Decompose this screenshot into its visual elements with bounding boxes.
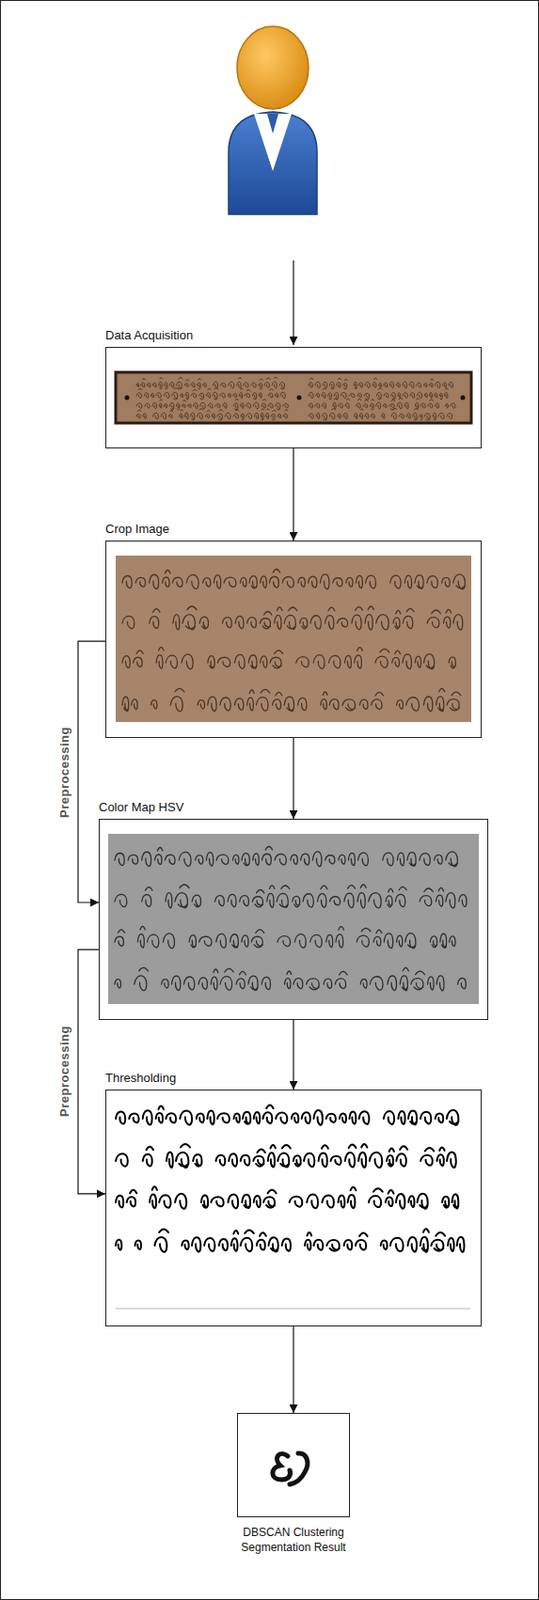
icon-arrow bbox=[292, 260, 294, 346]
step-heading: Data Acquisition bbox=[105, 328, 193, 344]
step-heading: Crop Image bbox=[105, 522, 170, 538]
flow-arrow bbox=[292, 738, 294, 820]
user-icon bbox=[228, 26, 318, 215]
process-box: DBSCAN Clustering Segmentation Result bbox=[237, 1413, 350, 1519]
script-strokes bbox=[122, 647, 456, 670]
script-strokes bbox=[308, 408, 453, 421]
step-heading: Color Map HSV bbox=[98, 800, 184, 816]
cropped-leaf-photo bbox=[115, 555, 472, 723]
segmented-glyph bbox=[272, 1454, 308, 1486]
heading-slot: Thresholding bbox=[105, 1071, 176, 1087]
script-strokes bbox=[308, 397, 456, 411]
script-strokes bbox=[114, 967, 466, 991]
script-strokes bbox=[136, 398, 288, 411]
script-strokes bbox=[122, 688, 461, 712]
script-strokes bbox=[114, 885, 467, 909]
heading-slot: DBSCAN Clustering Segmentation Result bbox=[222, 1525, 365, 1556]
process-box: Crop Image bbox=[105, 540, 482, 739]
script-strokes bbox=[115, 1106, 459, 1126]
process-box: Data Acquisition bbox=[105, 347, 482, 449]
threshold-photo bbox=[115, 1106, 471, 1311]
hsv-map-photo bbox=[108, 834, 479, 1005]
process-box: Thresholding bbox=[105, 1090, 482, 1328]
script-strokes bbox=[136, 377, 286, 390]
flow-arrow bbox=[292, 448, 294, 541]
script-strokes bbox=[122, 570, 465, 590]
flow-arrow bbox=[292, 1327, 294, 1414]
script-strokes bbox=[114, 847, 458, 868]
heading-slot: Color Map HSV bbox=[98, 800, 184, 816]
script-strokes bbox=[136, 388, 286, 401]
step-heading: Thresholding bbox=[105, 1071, 176, 1087]
heading-slot: Crop Image bbox=[105, 522, 170, 538]
edge-label: Preprocessing bbox=[56, 725, 71, 821]
process-box: Color Map HSV bbox=[98, 819, 489, 1021]
edge-label: Preprocessing bbox=[56, 1025, 71, 1121]
script-strokes bbox=[308, 388, 448, 401]
result-caption: DBSCAN Clustering Segmentation Result bbox=[222, 1525, 365, 1556]
heading-slot: Data Acquisition bbox=[105, 328, 193, 344]
bracket-arrow bbox=[78, 950, 106, 1195]
script-strokes bbox=[115, 1144, 457, 1169]
script-strokes bbox=[115, 1229, 465, 1253]
script-strokes bbox=[308, 378, 453, 390]
palm-leaf-photo bbox=[115, 372, 472, 424]
script-strokes bbox=[136, 409, 288, 422]
flow-arrow bbox=[292, 1020, 294, 1091]
script-strokes bbox=[122, 606, 463, 631]
bracket-arrow bbox=[78, 641, 106, 904]
script-strokes bbox=[115, 1187, 459, 1210]
script-strokes bbox=[114, 926, 456, 950]
